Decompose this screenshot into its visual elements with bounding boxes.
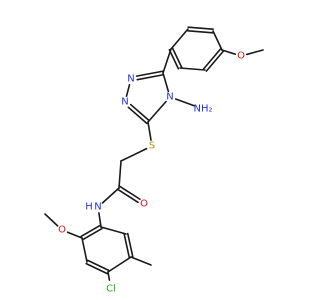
atom-label-tr_n1: N xyxy=(127,74,134,85)
bond-r1-r2-line2 xyxy=(80,224,101,238)
bond-tr_c5-tr_n1-line2 xyxy=(135,70,164,77)
bond-c6-c1-line2 xyxy=(171,47,183,69)
atom-label-o_ome2: O xyxy=(58,225,66,236)
bond-c1-c2 xyxy=(170,28,189,50)
bond-r4-r5 xyxy=(107,256,132,273)
atom-label-n_amide: N xyxy=(94,202,101,213)
bond-c_co-o_co-line2 xyxy=(117,188,139,204)
bond-tr_c3-s xyxy=(147,121,152,141)
bond-r5-r6-line1 xyxy=(123,233,131,259)
bond-r4-cl xyxy=(107,271,111,281)
bond-c3-c4 xyxy=(212,30,223,51)
bond-layer xyxy=(44,26,264,281)
bond-tr_c5-tr_n1-line1 xyxy=(136,73,165,81)
bond-tr_n4-nh2 xyxy=(174,98,196,107)
atom-label-cl: Cl xyxy=(106,284,116,295)
bond-tr_n1-tr_n2 xyxy=(125,84,131,97)
bond-r1-r2-line1 xyxy=(82,227,103,241)
bond-c5-c6 xyxy=(179,67,206,71)
atom-label-o_co: O xyxy=(140,199,148,210)
bond-r3-r4-line1 xyxy=(86,259,110,272)
bond-r2-o_ome2 xyxy=(66,231,83,239)
bond-c_co-n_amide xyxy=(101,187,120,204)
bond-r5-r6-line2 xyxy=(126,232,134,258)
atom-label-o_ome1: O xyxy=(237,51,245,62)
bond-tr_c3-tr_n4 xyxy=(147,100,167,123)
bond-o_ome2-c_me2 xyxy=(44,213,59,227)
bond-r3-r4-line2 xyxy=(85,262,109,275)
bond-r6-r1 xyxy=(100,226,127,235)
atom-label-h_amide: H xyxy=(85,202,93,213)
atom-label-s: S xyxy=(149,141,155,152)
bond-tr_n4-tr_c5 xyxy=(162,72,170,93)
bond-tr_n2-tr_c3-line2 xyxy=(127,106,148,125)
atom-label-tr_n2: N xyxy=(121,97,128,108)
bond-c_co-o_co-line1 xyxy=(119,185,141,201)
bond-r5-c_me3 xyxy=(130,256,152,266)
bond-c4-o_ome1 xyxy=(221,49,237,55)
bond-c2-c3-line1 xyxy=(187,26,214,31)
bond-ch2-c_co xyxy=(118,160,122,189)
bond-c2-c3-line2 xyxy=(187,29,214,34)
atom-label-tr_n4: N xyxy=(166,92,173,103)
bond-c4-c5-line2 xyxy=(202,48,222,70)
bond-o_ome1-c_me1 xyxy=(245,49,264,56)
bond-s-ch2 xyxy=(120,147,148,162)
bond-tr_n2-tr_c3-line1 xyxy=(129,103,150,122)
bond-c4-c5-line1 xyxy=(205,50,225,72)
bond-c1-tr_c5 xyxy=(162,48,172,74)
bond-n_amide-r1 xyxy=(98,212,102,228)
bond-r2-r3 xyxy=(81,237,88,263)
bond-c6-c1-line1 xyxy=(168,48,180,70)
atom-label-nh2: NH₂ xyxy=(193,104,212,115)
